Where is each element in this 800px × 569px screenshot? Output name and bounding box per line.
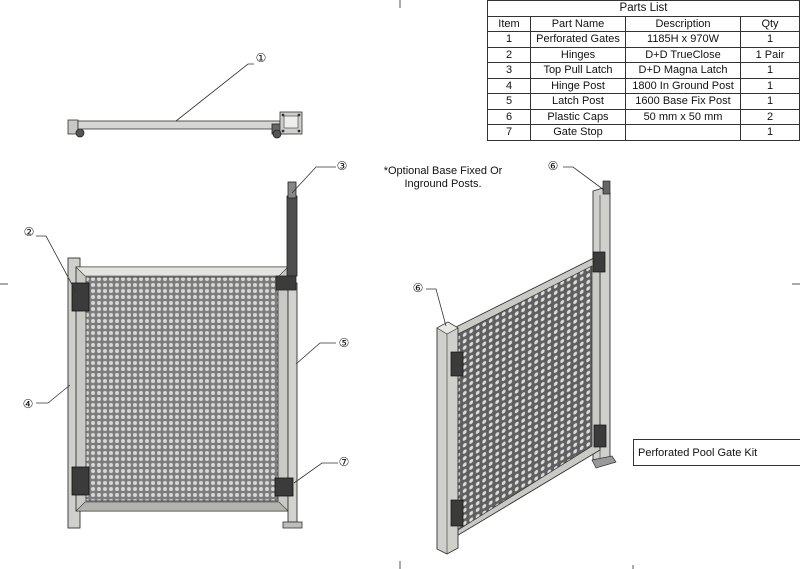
gate-top-view bbox=[67, 111, 303, 139]
parts-list-header: Item Part Name Description Qty bbox=[487, 15, 800, 32]
gate-stop bbox=[274, 477, 294, 497]
table-row: 5 Latch Post 1600 Base Fix Post 1 bbox=[487, 93, 800, 110]
balloon-2: ② bbox=[24, 225, 35, 239]
balloon-6: ⑥ bbox=[548, 159, 559, 173]
upper-hinge bbox=[71, 282, 90, 312]
col-description: Description bbox=[625, 15, 741, 32]
perforated-panel bbox=[85, 276, 279, 502]
gate-front-view bbox=[67, 181, 303, 529]
col-item: Item bbox=[487, 15, 531, 32]
table-row: 1 Perforated Gates 1185H x 970W 1 bbox=[487, 31, 800, 48]
balloon-6-iso: ⑥ bbox=[413, 281, 424, 295]
leader-lines bbox=[36, 63, 605, 484]
balloon-5: ⑤ bbox=[339, 336, 350, 350]
note-line-2: Inground Posts. bbox=[404, 178, 482, 190]
title-block: Perforated Pool Gate Kit bbox=[633, 439, 800, 466]
balloon-7: ⑦ bbox=[339, 455, 350, 469]
parts-list-title: Parts List bbox=[487, 0, 800, 17]
table-row: 3 Top Pull Latch D+D Magna Latch 1 bbox=[487, 62, 800, 79]
lower-hinge bbox=[71, 466, 90, 496]
balloon-4: ④ bbox=[23, 397, 34, 411]
table-row: 7 Gate Stop 1 bbox=[487, 124, 800, 141]
balloon-1: ① bbox=[256, 51, 267, 65]
optional-posts-note: *Optional Base Fixed Or Inground Posts. bbox=[378, 165, 508, 191]
table-row: 2 Hinges D+D TrueClose 1 Pair bbox=[487, 46, 800, 63]
col-qty: Qty bbox=[740, 15, 800, 32]
col-part-name: Part Name bbox=[530, 15, 626, 32]
table-row: 4 Hinge Post 1800 In Ground Post 1 bbox=[487, 77, 800, 94]
drawing-title: Perforated Pool Gate Kit bbox=[638, 447, 758, 459]
item-balloons: ① ② ③ ④ ⑤ ⑥ ⑥ ⑦ bbox=[23, 51, 559, 469]
balloon-3: ③ bbox=[337, 159, 348, 173]
parts-list-table: Parts List Item Part Name Description Qt… bbox=[487, 0, 800, 141]
gate-isometric-view bbox=[436, 180, 617, 555]
top-pull-latch bbox=[286, 195, 298, 277]
table-row: 6 Plastic Caps 50 mm x 50 mm 2 bbox=[487, 108, 800, 125]
note-line-1: *Optional Base Fixed Or bbox=[383, 165, 503, 177]
